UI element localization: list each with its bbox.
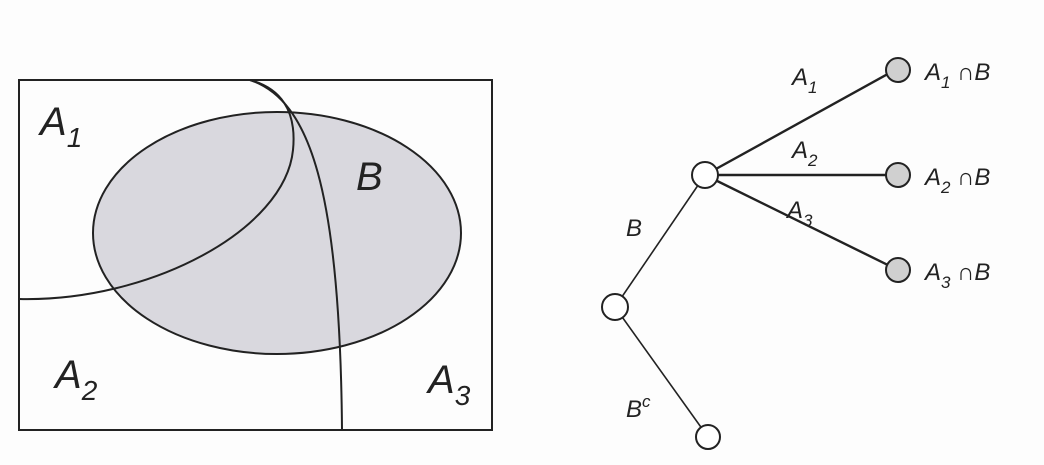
leaf-label-a3-b: A3 ∩B xyxy=(923,259,990,292)
leaf-label-a1-b: A1 ∩B xyxy=(923,59,990,92)
branch-line-b xyxy=(614,174,706,308)
event-b-ellipse xyxy=(92,111,462,355)
branch-label-a1: A1 xyxy=(790,64,817,97)
branch-line-a1 xyxy=(704,68,896,177)
root-node xyxy=(601,293,629,321)
leaf-label-a2-b: A2 ∩B xyxy=(923,164,990,197)
branch-line-bc xyxy=(614,306,709,438)
sample-space-rectangle xyxy=(18,79,493,431)
leaf-node-a1-b xyxy=(885,57,911,83)
branch-label-a3: A3 xyxy=(785,197,813,230)
branch-label-bc: Bc xyxy=(626,392,651,423)
node-b xyxy=(691,161,719,189)
set-b-label: B xyxy=(356,155,383,199)
node-bc xyxy=(695,424,721,450)
region-a3-label: A3 xyxy=(426,358,471,411)
region-a1-label: A1 xyxy=(38,100,82,153)
a3-boundary-curve xyxy=(249,79,343,431)
probability-tree: B Bc A1 A2 A3 A1 ∩B A2 ∩B A3 ∩B xyxy=(601,57,990,450)
region-a2-label: A2 xyxy=(53,353,98,406)
leaf-node-a3-b xyxy=(885,257,911,283)
branch-line-a3 xyxy=(704,173,899,272)
leaf-node-a2-b xyxy=(885,162,911,188)
branch-label-b: B xyxy=(626,215,642,242)
venn-diagram: A1 A2 A3 B xyxy=(18,79,493,431)
branch-label-a2: A2 xyxy=(790,137,818,170)
